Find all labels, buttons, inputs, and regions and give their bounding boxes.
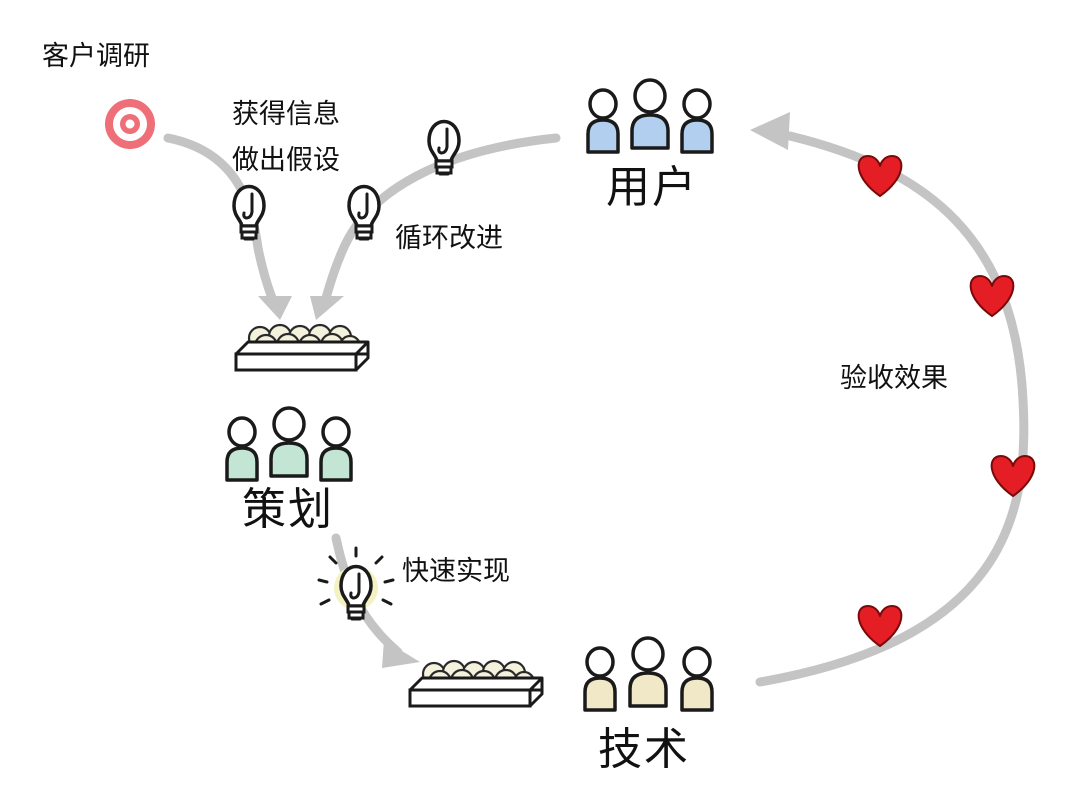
users-group-icon [586, 78, 714, 154]
acceptance-label: 验收效果 [840, 363, 948, 394]
glowing-lightbulb-icon [317, 546, 395, 621]
insight-label-line1: 获得信息 [232, 99, 340, 130]
lightbulb-tray-icon [234, 323, 370, 372]
heart-icon [990, 455, 1036, 497]
arrowhead-users-iterate [310, 296, 344, 320]
iterate-label: 循环改进 [395, 223, 503, 254]
users-label: 用户 [606, 162, 698, 213]
arrowhead-tech [382, 640, 420, 668]
arrow-heads [258, 112, 790, 668]
planning-group-icon [225, 406, 353, 482]
arrow-tech-to-users [755, 131, 1029, 687]
tech-label: 技术 [598, 724, 690, 775]
planning-label: 策划 [242, 484, 334, 535]
lightbulb-tray-icon [408, 659, 544, 708]
implement-label: 快速实现 [402, 556, 510, 587]
insight-label-line2: 做出假设 [232, 145, 340, 176]
arrowhead-research [258, 296, 292, 320]
target-icon [105, 99, 155, 149]
arrowhead-acceptance [750, 112, 790, 150]
heart-icon [857, 155, 903, 197]
research-label: 客户调研 [42, 41, 150, 72]
tech-group-icon [583, 636, 714, 712]
